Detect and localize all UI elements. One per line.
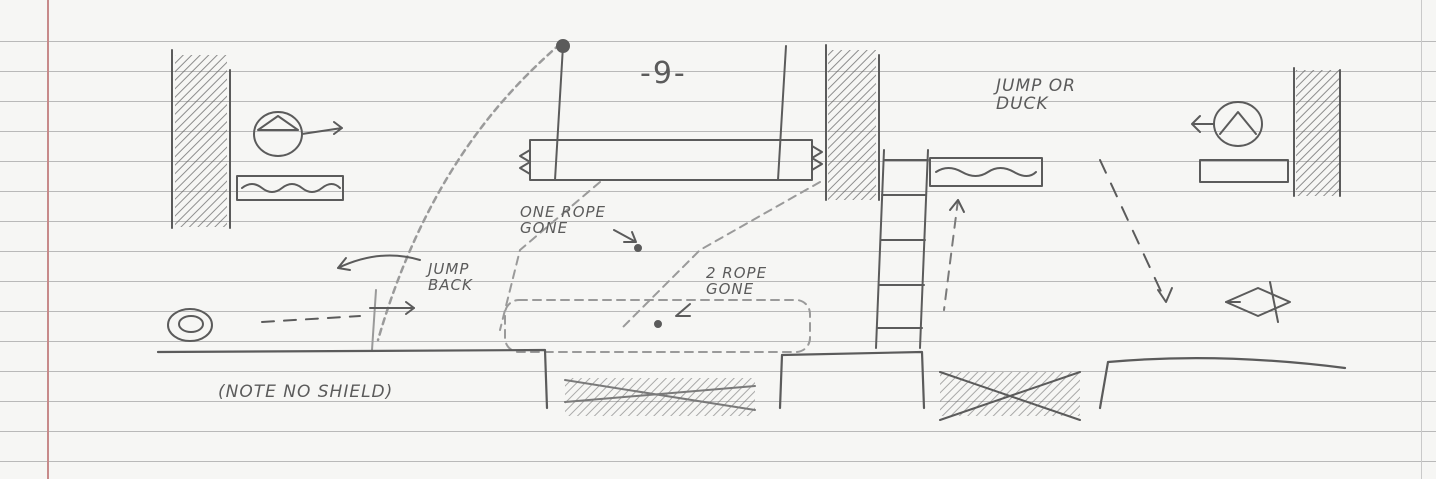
annotation-line: GONE bbox=[520, 221, 606, 237]
page-number: -9- bbox=[640, 58, 687, 90]
upper-platform bbox=[930, 158, 1042, 186]
ladder bbox=[876, 150, 928, 348]
right-wall bbox=[1294, 68, 1340, 196]
annotation-line: DUCK bbox=[996, 96, 1076, 114]
annotation-line: GONE bbox=[706, 282, 767, 298]
exit-path bbox=[1100, 160, 1165, 300]
right-enemy-icon bbox=[1192, 102, 1262, 146]
annotation-line: BACK bbox=[428, 278, 473, 294]
right-platform bbox=[1200, 160, 1288, 182]
annotation-one-rope-gone: ONE ROPE GONE bbox=[520, 205, 606, 237]
climb-path bbox=[944, 200, 958, 310]
annotation-jump-back: JUMP BACK bbox=[428, 262, 473, 294]
swing-arc bbox=[378, 44, 560, 340]
left-cannon-icon bbox=[254, 112, 342, 156]
rope-point-2 bbox=[655, 321, 661, 327]
exit-arrow-icon bbox=[1226, 282, 1290, 322]
pointer-arrow bbox=[614, 230, 636, 242]
pointer-arrow bbox=[676, 304, 690, 316]
middle-wall bbox=[826, 45, 879, 200]
player-path bbox=[262, 316, 360, 322]
annotation-note-no-shield: (NOTE NO SHIELD) bbox=[218, 384, 393, 402]
jump-back-arrows bbox=[338, 256, 420, 315]
annotation-two-rope-gone: 2 ROPE GONE bbox=[706, 266, 767, 298]
left-wall bbox=[172, 50, 230, 228]
pit-right bbox=[940, 372, 1080, 420]
annotation-jump-or-duck: JUMP OR DUCK bbox=[996, 78, 1076, 114]
left-platform bbox=[237, 176, 343, 200]
player-start-icon bbox=[168, 309, 212, 341]
rope-point-1 bbox=[635, 245, 641, 251]
pit-left bbox=[565, 378, 755, 416]
